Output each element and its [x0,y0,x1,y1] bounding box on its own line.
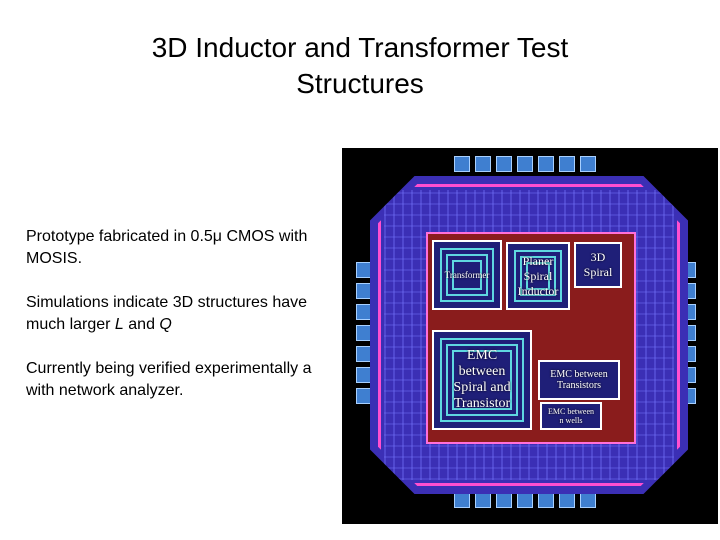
title-line-1: 3D Inductor and Transformer Test [151,32,569,63]
emc-spiral-transistor-block: EMC between Spiral and Transistor [432,330,532,430]
bond-pad [475,156,491,172]
bond-pad [559,492,575,508]
bond-pad [496,492,512,508]
left-pad-column [356,262,372,404]
bond-pad [356,325,372,341]
bond-pad [454,156,470,172]
transformer-block: Transformer [432,240,502,310]
bullet-simulations: Simulations indicate 3D structures have … [26,292,326,336]
spiral-3d-label: 3D Spiral [583,250,613,279]
spiral-coil [440,338,524,422]
bond-pad [517,156,533,172]
bullet-verification: Currently being verified experimentally … [26,360,312,399]
spiral-coil [440,248,494,302]
symbol-q: Q [159,316,172,333]
top-pad-row [454,156,596,172]
bond-pad [475,492,491,508]
bond-pad [356,346,372,362]
chip-layout-image: Transformer Planer Spiral Inductor 3D Sp… [342,148,718,524]
emc-wells-label: EMC between n wells [548,407,594,425]
emc-transistors-block: EMC between Transistors [538,360,620,400]
bond-pad [356,283,372,299]
bond-pad [538,156,554,172]
power-ring [378,184,680,486]
bullet-and: and [123,316,160,333]
bond-pad [356,262,372,278]
planar-inductor-label: Planer Spiral Inductor [517,253,559,298]
bond-pad [517,492,533,508]
bullet-simulations-text: Simulations indicate 3D structures have … [26,294,308,333]
bond-pad [454,492,470,508]
bond-pad [580,156,596,172]
spiral-coil [514,250,562,302]
bottom-pad-row [454,492,596,508]
title-line-2: Structures [296,68,424,99]
bond-pad [538,492,554,508]
bullet-list: Prototype fabricated in 0.5μ CMOS with M… [26,226,326,424]
bond-pad [496,156,512,172]
slide-title: 3D Inductor and Transformer Test Structu… [60,30,660,102]
emc-transistors-label: EMC between Transistors [550,369,608,391]
bond-pad [580,492,596,508]
bullet-prototype: Prototype fabricated in 0.5μ CMOS with M… [26,228,308,267]
symbol-l: L [114,316,124,333]
emc-spiral-transistor-label: EMC between Spiral and Transistor [453,348,511,411]
planar-inductor-block: Planer Spiral Inductor [506,242,570,310]
bond-pad [559,156,575,172]
bond-pad [356,304,372,320]
spiral-3d-block: 3D Spiral [574,242,622,288]
bond-pad [356,367,372,383]
transformer-label: Transformer [444,270,490,280]
emc-wells-block: EMC between n wells [540,402,602,430]
bond-pad [356,388,372,404]
